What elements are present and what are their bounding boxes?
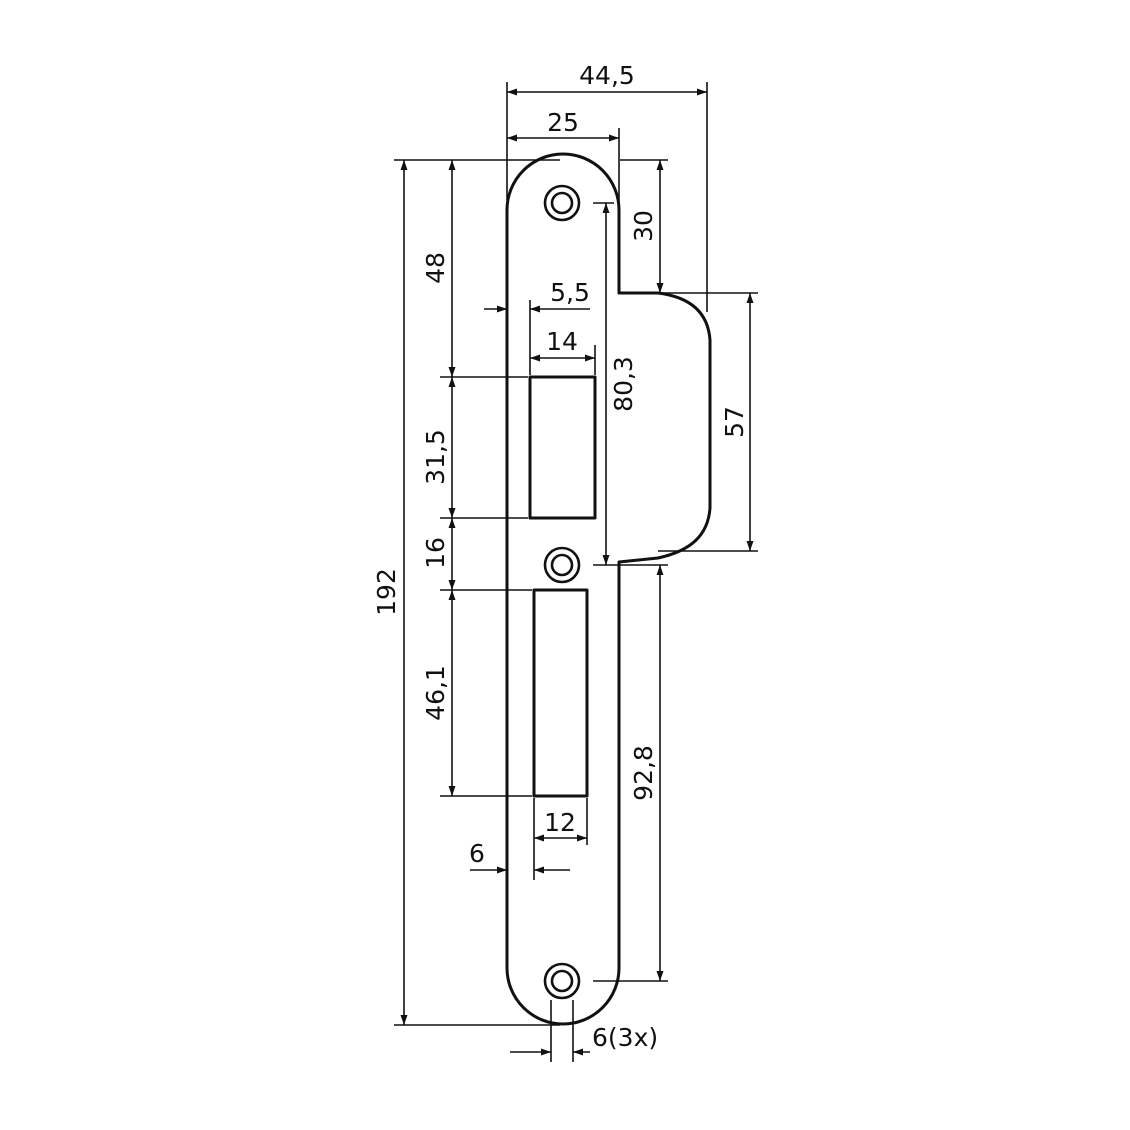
label-lower-opening-offset: 6 xyxy=(469,839,485,868)
label-upper-opening-width: 14 xyxy=(546,327,578,356)
label-hole-spacing-upper: 80,3 xyxy=(609,356,638,412)
label-hole-spacing-lower: 92,8 xyxy=(629,745,658,801)
screw-hole-middle xyxy=(543,546,581,584)
screw-hole-top xyxy=(543,184,581,222)
label-tab-length: 57 xyxy=(720,406,749,438)
extension-lines xyxy=(394,82,758,1062)
label-overall-width: 44,5 xyxy=(579,61,635,90)
label-overall-length: 192 xyxy=(372,568,401,616)
dimension-lines xyxy=(400,88,754,1056)
label-gap: 16 xyxy=(421,537,450,569)
upper-latch-opening xyxy=(528,375,597,520)
label-screw-hole-diameter: 6(3x) xyxy=(592,1023,658,1052)
label-plate-width: 25 xyxy=(547,108,579,137)
lower-bolt-opening xyxy=(532,588,589,798)
label-lower-opening-height: 46,1 xyxy=(421,665,450,721)
label-upper-opening-height: 31,5 xyxy=(421,429,450,485)
label-upper-opening-offset: 5,5 xyxy=(550,278,590,307)
strike-plate-outline xyxy=(505,152,712,1026)
label-tab-offset: 30 xyxy=(629,210,658,242)
screw-hole-bottom xyxy=(543,962,581,1000)
label-lower-opening-width: 12 xyxy=(544,808,576,837)
label-top-to-opening: 48 xyxy=(421,252,450,284)
